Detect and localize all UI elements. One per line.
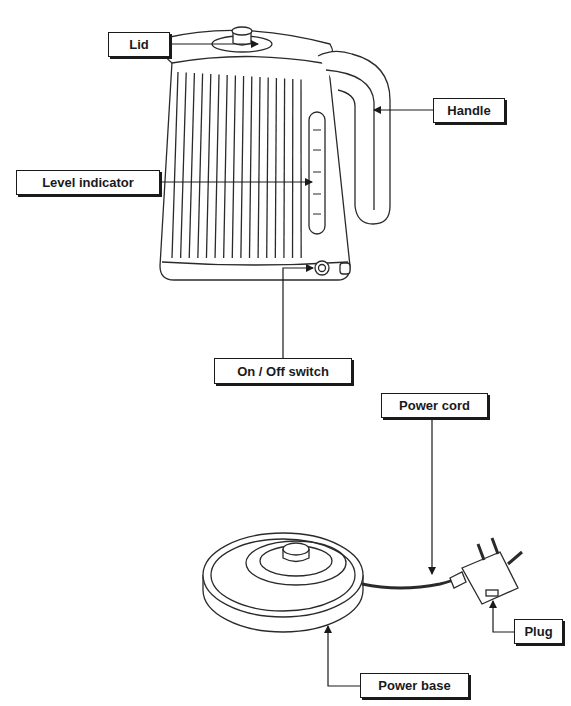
body-rib	[232, 75, 235, 258]
label-box: Power cord	[381, 393, 488, 418]
body-rib	[189, 73, 194, 258]
body-rib	[181, 72, 187, 258]
switch-center	[319, 265, 326, 272]
label-box: Power base	[360, 673, 469, 698]
body-rib	[241, 76, 244, 258]
leader-line	[283, 268, 313, 358]
body-rib	[215, 74, 219, 258]
kettle-rim	[163, 30, 333, 63]
plug-fuse	[486, 590, 498, 596]
body-rib	[292, 79, 294, 258]
plug-body	[462, 552, 518, 604]
body-rib	[198, 73, 203, 258]
label-box: Lid	[108, 32, 170, 57]
base-ring-outer	[246, 541, 346, 585]
part-name: Level indicator	[42, 175, 134, 190]
leader-line	[328, 626, 360, 686]
switch-ring	[315, 261, 329, 275]
cord-sleeve	[450, 572, 466, 588]
body-rib	[300, 79, 301, 258]
switch-lever	[340, 263, 350, 274]
body-rib	[224, 75, 228, 258]
leader-line	[431, 418, 432, 574]
label-box: Handle	[433, 98, 505, 123]
base-top	[203, 533, 363, 617]
leader-line	[170, 43, 258, 44]
part-name: Lid	[129, 37, 149, 52]
body-rib	[206, 74, 210, 258]
label-box: On / Off switch	[214, 358, 352, 384]
body-rib	[283, 78, 285, 258]
part-name: On / Off switch	[237, 364, 329, 379]
part-name: Handle	[447, 103, 490, 118]
body-rib	[172, 72, 178, 258]
kettle-ribs	[172, 72, 301, 258]
leader-line	[493, 601, 514, 632]
leader-line	[160, 181, 312, 182]
lid-knob-top	[232, 27, 252, 35]
kettle	[160, 27, 390, 280]
body-rib	[258, 77, 260, 258]
body-rib	[267, 77, 268, 258]
level-marks	[313, 130, 321, 214]
label-box: Level indicator	[16, 170, 160, 195]
part-name: Power base	[378, 678, 450, 693]
power-cord	[362, 578, 458, 588]
part-name: Power cord	[399, 398, 470, 413]
handle-outline	[318, 51, 390, 224]
connector-top	[283, 543, 309, 555]
part-name: Plug	[524, 624, 552, 639]
power-base	[203, 533, 522, 632]
label-box: Plug	[514, 619, 563, 644]
body-rib	[275, 78, 276, 258]
level-window	[309, 112, 325, 234]
plug-pins	[478, 538, 522, 564]
leader-line	[374, 109, 433, 110]
kettle-body	[160, 60, 350, 280]
handle-inner-line	[326, 70, 374, 210]
leader-lines	[160, 44, 514, 686]
base-inner-rim	[211, 539, 355, 611]
body-rib	[249, 76, 251, 258]
